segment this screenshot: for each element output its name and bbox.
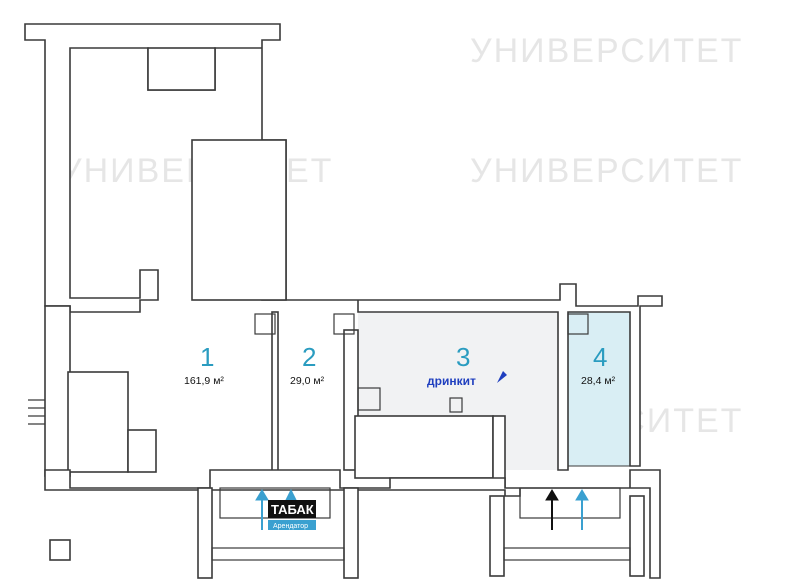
- room-3-label: 3 дринкит: [427, 342, 507, 388]
- room-4-label: 4 28,4 м²: [581, 342, 616, 387]
- room-2-area: 29,0 м²: [290, 375, 325, 387]
- room-2-number: 2: [302, 342, 316, 372]
- walls: [24, 23, 663, 579]
- arrow-up-icon: [575, 489, 589, 530]
- room-2-label: 2 29,0 м²: [290, 342, 325, 387]
- room-1-area: 161,9 м²: [184, 375, 224, 387]
- rocket-icon: [496, 371, 507, 383]
- arrow-up-icon: [545, 489, 559, 530]
- room-1-number: 1: [200, 342, 214, 372]
- tabak-subtitle: Арендатор: [273, 523, 308, 530]
- watermark-text-2: УНИВЕРСИТЕТ: [470, 152, 743, 190]
- room-4-area: 28,4 м²: [581, 375, 616, 387]
- drinkit-logo-text: дринкит: [427, 374, 476, 388]
- stairs: [28, 399, 45, 425]
- tabak-title: ТАБАК: [271, 502, 314, 517]
- tabak-sign: ТАБАК Арендатор: [268, 500, 316, 530]
- watermark-text-1: УНИВЕРСИТЕТ: [470, 32, 743, 70]
- entrance-arrows: [255, 488, 589, 530]
- room-3-number: 3: [456, 342, 470, 372]
- room-1-label: 1 161,9 м²: [184, 342, 224, 387]
- arrow-up-icon: [255, 489, 269, 530]
- room-4-highlight: [567, 305, 637, 467]
- room-4-number: 4: [593, 342, 607, 372]
